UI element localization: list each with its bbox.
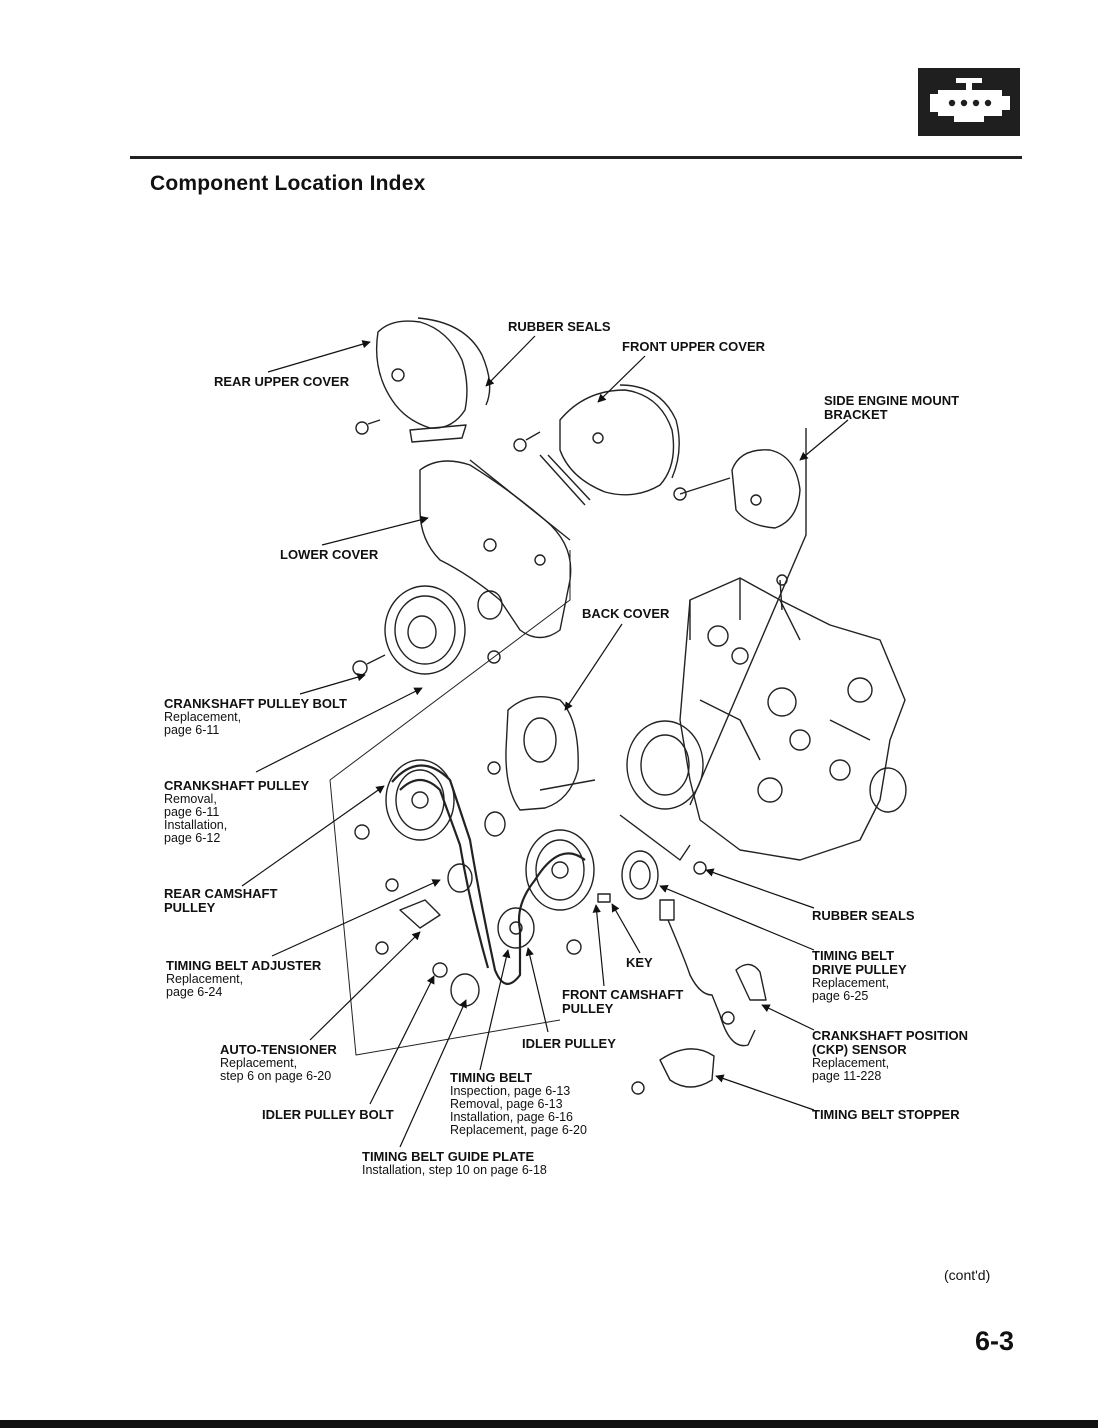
engine-icon <box>918 68 1020 136</box>
label-rear-camshaft-pulley: REAR CAMSHAFT PULLEY <box>164 886 278 915</box>
label-side-engine-mount-bracket: SIDE ENGINE MOUNT BRACKET <box>824 393 960 422</box>
front-upper-cover-part <box>513 384 680 506</box>
ckp-sensor-part <box>659 899 767 1047</box>
bottom-edge-bar <box>0 1420 1098 1428</box>
back-cover-part <box>487 696 596 811</box>
header-rule <box>130 156 1022 159</box>
drive-pulley-part <box>619 814 707 900</box>
label-crankshaft-pulley-bolt: CRANKSHAFT PULLEY BOLT Replacement, page… <box>164 696 347 737</box>
page-number: 6-3 <box>975 1326 1015 1356</box>
label-rubber-seals-top: RUBBER SEALS <box>508 319 611 334</box>
crankshaft-pulley-part <box>352 585 503 676</box>
label-front-upper-cover: FRONT UPPER COVER <box>622 339 766 354</box>
label-timing-belt-drive-pulley: TIMING BELT DRIVE PULLEY Replacement, pa… <box>812 948 907 1003</box>
page-title: Component Location Index <box>150 172 426 195</box>
label-front-camshaft-pulley: FRONT CAMSHAFT PULLEY <box>562 987 684 1016</box>
front-camshaft-pulley-part <box>525 829 611 911</box>
engine-block-part <box>626 574 907 861</box>
lower-cover-part <box>419 459 572 639</box>
label-timing-belt-guide-plate: TIMING BELT GUIDE PLATE Installation, st… <box>362 1149 547 1177</box>
label-auto-tensioner: AUTO-TENSIONER Replacement, step 6 on pa… <box>220 1042 337 1083</box>
label-timing-belt-adjuster: TIMING BELT ADJUSTER Replacement, page 6… <box>166 958 322 999</box>
label-idler-pulley-bolt: IDLER PULLEY BOLT <box>262 1107 394 1122</box>
label-rear-upper-cover: REAR UPPER COVER <box>214 374 350 389</box>
timing-belt-stopper-part <box>631 1048 715 1095</box>
label-rubber-seals-bottom: RUBBER SEALS <box>812 908 915 923</box>
idler-pulley-part <box>497 907 582 955</box>
label-key: KEY <box>626 955 653 970</box>
label-crankshaft-pulley: CRANKSHAFT PULLEY Removal, page 6-11 Ins… <box>164 778 310 845</box>
adjuster-tensioner-part <box>375 863 480 1007</box>
continued-note: (cont'd) <box>944 1267 991 1283</box>
rear-upper-cover-part <box>355 317 491 443</box>
label-timing-belt: TIMING BELT Inspection, page 6-13 Remova… <box>450 1070 587 1137</box>
label-ckp-sensor: CRANKSHAFT POSITION (CKP) SENSOR Replace… <box>812 1028 968 1083</box>
label-back-cover: BACK COVER <box>582 606 670 621</box>
label-idler-pulley: IDLER PULLEY <box>522 1036 616 1051</box>
label-lower-cover: LOWER COVER <box>280 547 379 562</box>
rear-camshaft-pulley-part <box>354 759 506 841</box>
label-timing-belt-stopper: TIMING BELT STOPPER <box>812 1107 960 1122</box>
timing-belt-part <box>391 764 586 985</box>
